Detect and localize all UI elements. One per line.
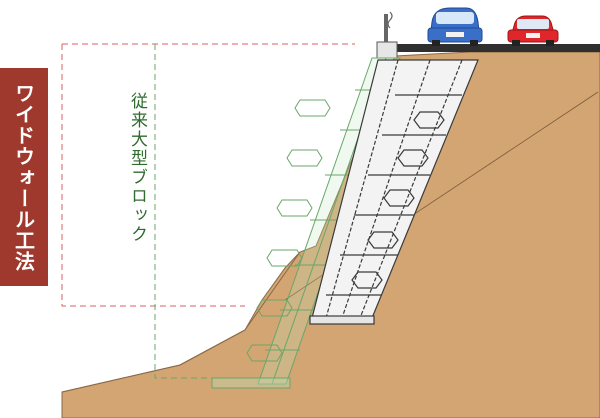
conventional-block-label: 従来大型ブロック [127,92,147,244]
blue-car-icon [427,7,483,46]
original-slope-line [61,251,301,393]
fence-post-icon [384,11,393,42]
method-title: ワイドウォール工法 [11,82,36,272]
parapet [376,41,398,59]
red-car-icon [507,15,559,46]
road-surface [395,44,600,52]
guide-lines [61,43,355,379]
wide-wall-structure [309,59,479,325]
method-title-box: ワイドウォール工法 [0,68,48,286]
